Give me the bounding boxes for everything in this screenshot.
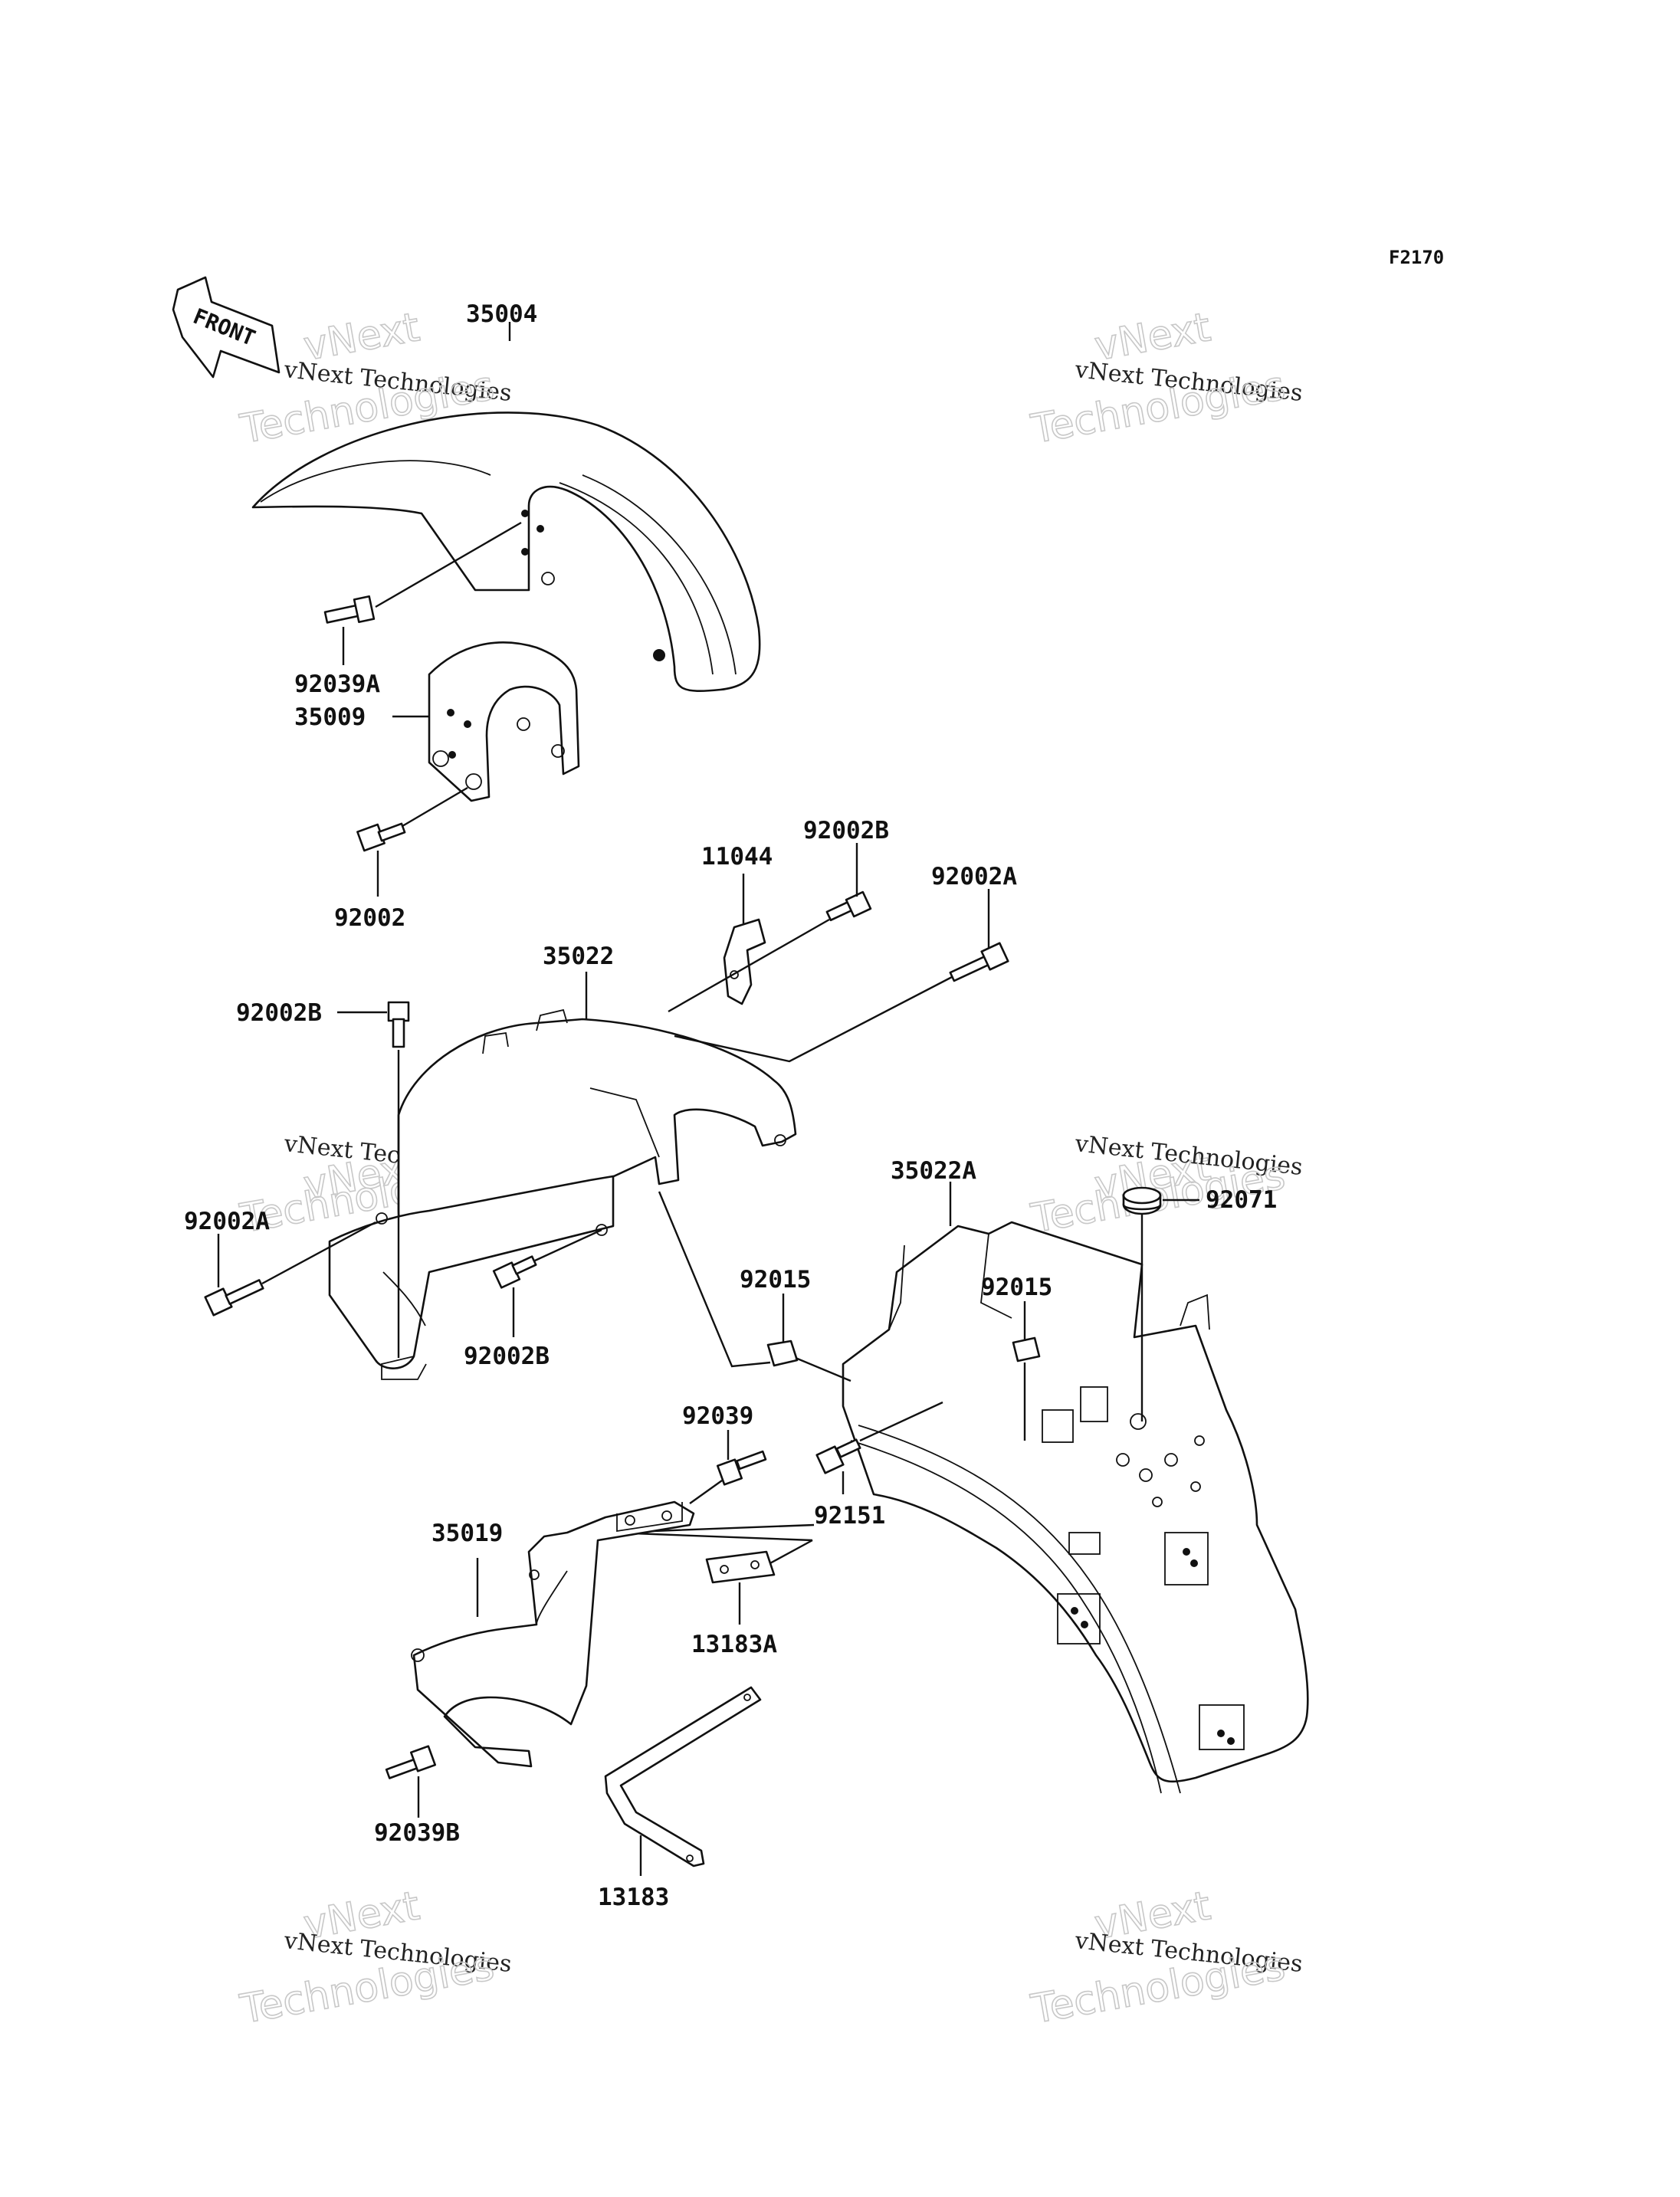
watermark-bottom-right: vNext vNext Technologies Technologies (1027, 1883, 1304, 2034)
leader-92002B-top-hole (668, 918, 830, 1013)
clip-92015-a-icon (766, 1340, 799, 1367)
bolt-92151-icon (815, 1438, 861, 1474)
label-35004: 35004 (466, 300, 537, 328)
leader-92002A-left-hole (261, 1221, 376, 1285)
leader-92151-hole (859, 1401, 943, 1442)
bolt-92039-icon (716, 1450, 767, 1486)
label-13183: 13183 (598, 1884, 669, 1911)
leader-92002B-mid-hole (534, 1228, 602, 1262)
label-35022: 35022 (543, 943, 614, 970)
label-11044: 11044 (701, 843, 773, 871)
clip-92015-b-icon (1012, 1336, 1041, 1362)
bolt-92002A-left-icon (204, 1279, 264, 1317)
watermark-top-right: vNext vNext Technologies Technologies (1027, 304, 1304, 454)
leader-92015-a-hole (795, 1356, 851, 1382)
label-92151: 92151 (814, 1502, 885, 1530)
bolt-92039A-icon (323, 595, 376, 624)
leader-92039A-hole (375, 521, 522, 608)
rear-fender-35022A (842, 1221, 1309, 1794)
label-92039A: 92039A (294, 671, 380, 698)
label-35009: 35009 (294, 703, 366, 731)
front-arrow-icon: FRONT (172, 276, 281, 379)
leader-92002-hole (402, 786, 468, 828)
front-fender (251, 412, 761, 692)
label-92015-b: 92015 (981, 1274, 1052, 1301)
label-92015-a: 92015 (740, 1266, 811, 1294)
label-92071: 92071 (1206, 1186, 1277, 1214)
label-35019: 35019 (431, 1520, 503, 1547)
bolt-92002B-mid-icon (492, 1255, 537, 1289)
inner-fender-35022 (328, 1008, 797, 1380)
leader-35022-to-92015 (658, 1191, 771, 1368)
label-92002: 92002 (334, 904, 405, 932)
fender-brace-35009 (428, 641, 580, 802)
bracket-13183-icon (604, 1686, 762, 1867)
bracket-11044-icon (723, 918, 766, 1005)
cover-35019 (411, 1500, 695, 1768)
label-92039: 92039 (682, 1402, 753, 1430)
bolt-92002-icon (356, 822, 406, 852)
grommet-92071-icon (1122, 1186, 1162, 1215)
label-92002A-right: 92002A (931, 863, 1017, 890)
label-92039B: 92039B (374, 1819, 460, 1847)
label-92002B-left: 92002B (236, 999, 322, 1027)
bolt-92002B-top-icon (825, 890, 872, 922)
bolt-92002B-left-icon (387, 1001, 410, 1048)
leader-92002A-right-hole (674, 976, 953, 1063)
watermark-bottom-left: vNext vNext Technologies Technologies (236, 1883, 513, 2034)
leader-92039-hole (689, 1480, 723, 1504)
label-13183A: 13183A (691, 1631, 777, 1658)
label-92002B-mid: 92002B (464, 1343, 550, 1370)
label-92002A-left: 92002A (184, 1208, 270, 1235)
label-35022A: 35022A (891, 1157, 976, 1185)
bolt-92039B-icon (385, 1745, 437, 1779)
bolt-92002A-right-icon (949, 942, 1009, 982)
plate-13183A-icon (705, 1550, 776, 1584)
figure-id: F2170 (1389, 247, 1444, 268)
label-92002B-top: 92002B (803, 817, 889, 844)
